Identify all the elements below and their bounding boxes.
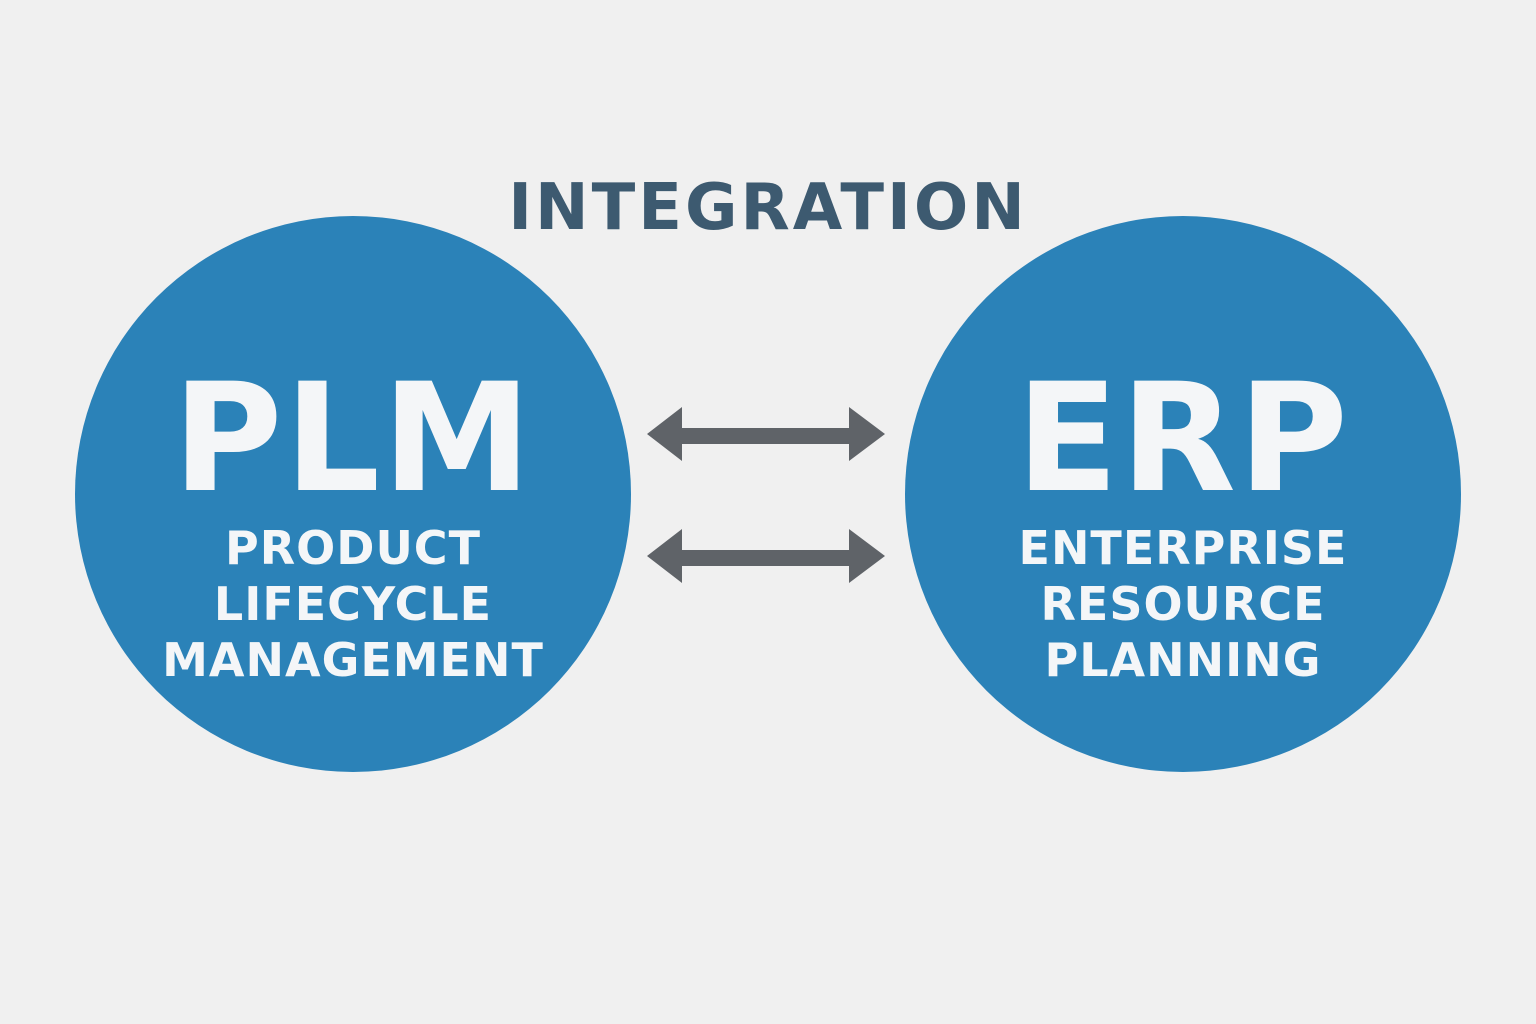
plm-circle: PLM PRODUCT LIFECYCLE MANAGEMENT [75,216,631,772]
plm-name-line: MANAGEMENT [162,633,544,687]
diagram-title: INTEGRATION [508,171,1028,245]
erp-name-line: PLANNING [1044,633,1322,687]
erp-acronym: ERP [1016,352,1350,526]
erp-full-name: ENTERPRISE RESOURCE PLANNING [905,520,1461,688]
plm-full-name: PRODUCT LIFECYCLE MANAGEMENT [75,520,631,688]
erp-name-line: RESOURCE [1040,577,1326,631]
plm-acronym: PLM [172,352,534,526]
plm-name-line: LIFECYCLE [213,577,493,631]
erp-name-line: ENTERPRISE [1018,521,1348,575]
double-arrow-icon [647,529,885,583]
plm-name-line: PRODUCT [225,521,481,575]
connector-arrows [647,407,885,583]
double-arrow-icon [647,407,885,461]
erp-circle: ERP ENTERPRISE RESOURCE PLANNING [905,216,1461,772]
